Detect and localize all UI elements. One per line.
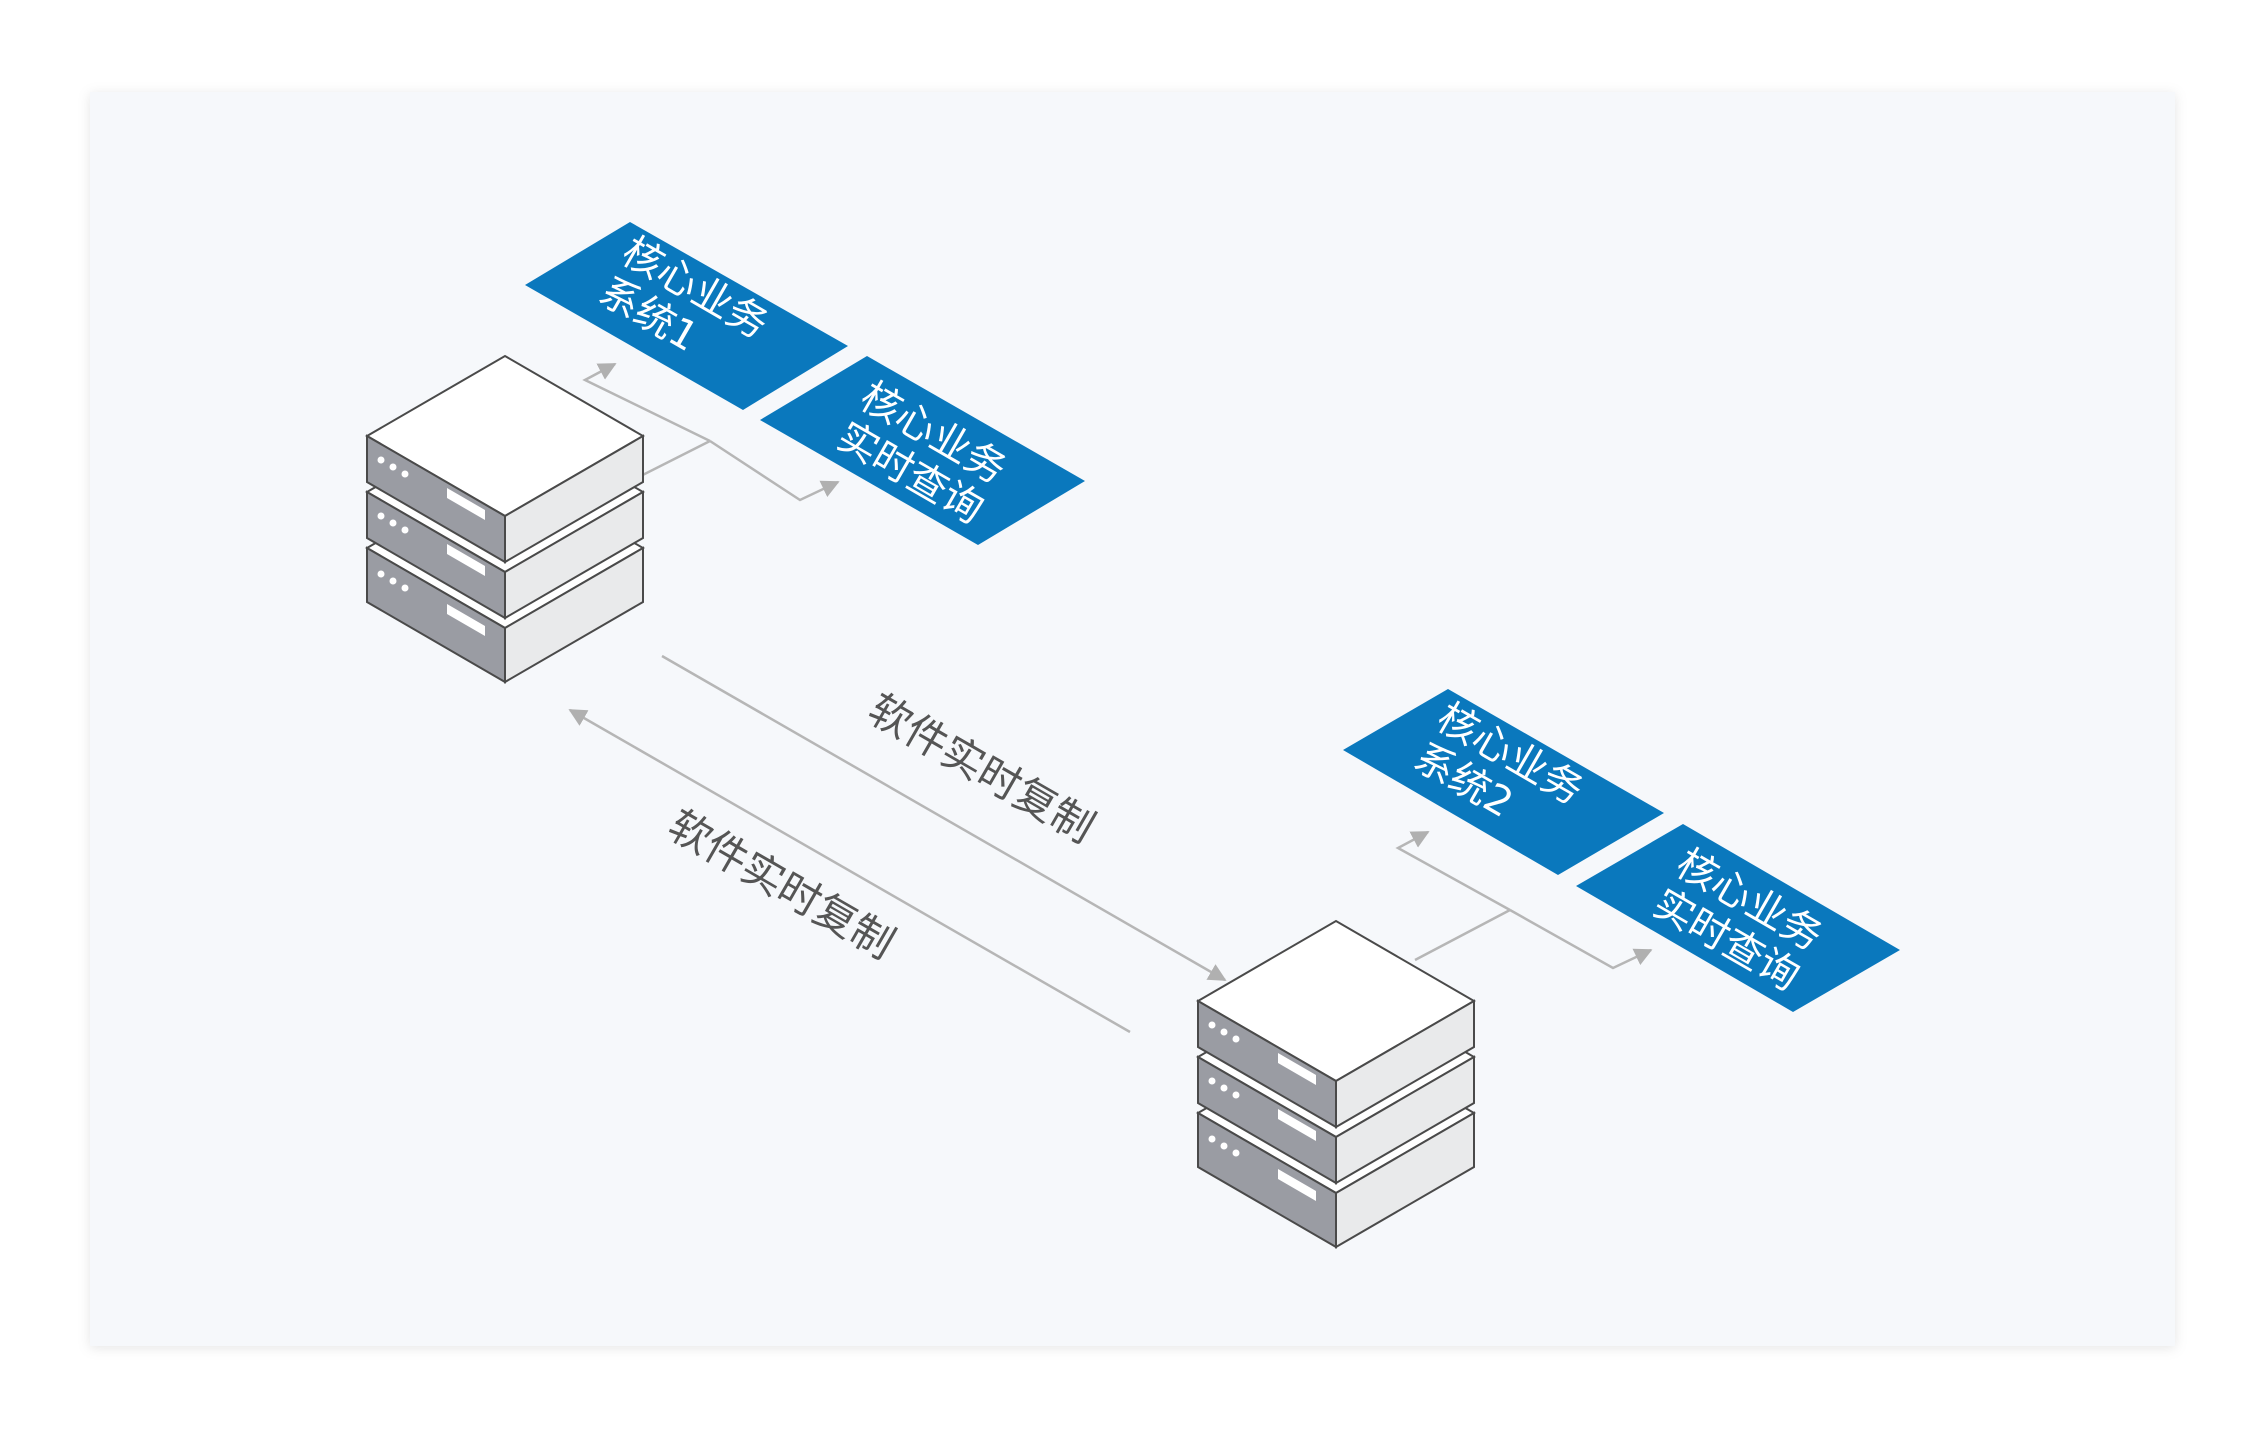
replication-forward-arrow — [661, 654, 1227, 982]
server-unit — [1196, 919, 1476, 1129]
site2-connector — [1395, 830, 1653, 970]
server-stack-1[interactable] — [365, 354, 645, 684]
server-unit — [365, 354, 645, 564]
diagram-panel — [90, 92, 2175, 1346]
replication-backward-arrow — [568, 708, 1131, 1034]
card-realtime-query-1[interactable]: 核心业务 实时查询 — [760, 356, 1085, 545]
server-stack-2[interactable] — [1196, 919, 1476, 1249]
